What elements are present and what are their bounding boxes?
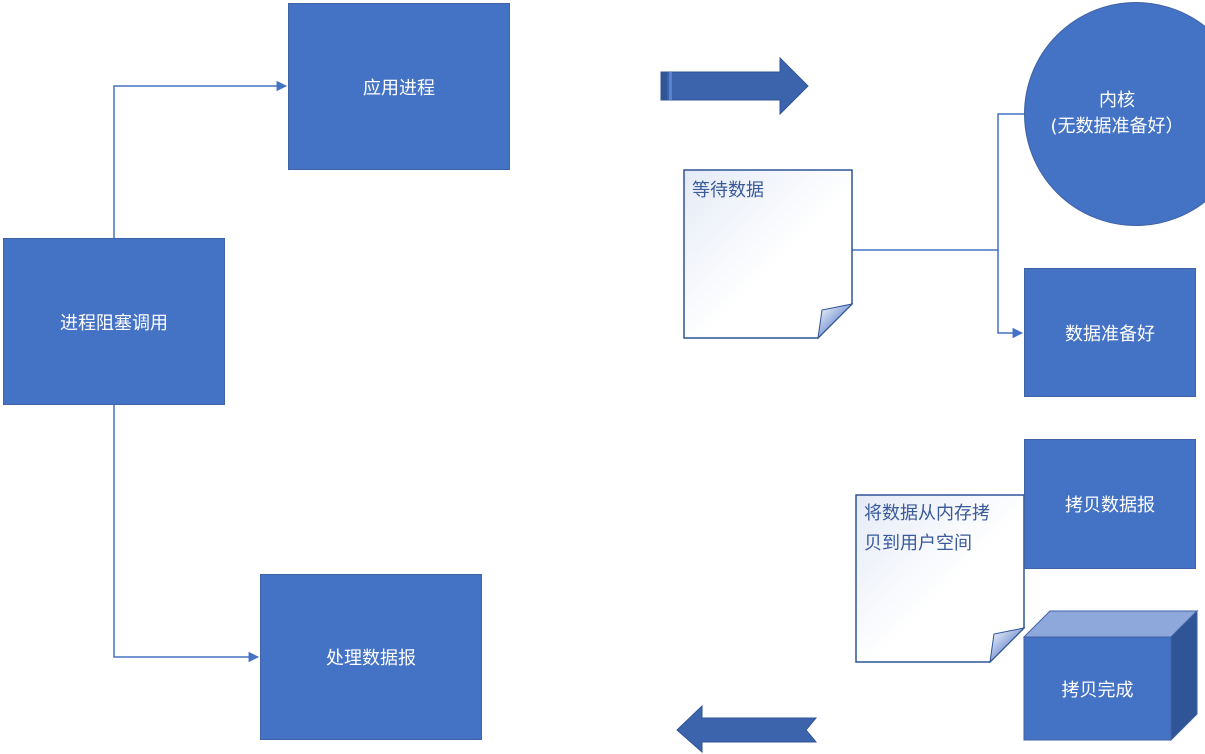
blocking-call-box: 进程阻塞调用: [3, 238, 225, 405]
data-ready-box: 数据准备好: [1024, 268, 1196, 397]
process-datagram-box: 处理数据报: [260, 574, 482, 740]
app-process-box: 应用进程: [288, 3, 510, 170]
copy-datagram-label: 拷贝数据报: [1065, 495, 1155, 516]
block-arrow-right: [660, 56, 809, 116]
kernel-title: 内核: [1099, 90, 1135, 111]
note-waiting-data: [683, 169, 854, 340]
copy-note-text: 将数据从内存拷 贝到用户空间: [864, 499, 990, 559]
kernel-circle: 内核 (无数据准备好）: [1024, 2, 1205, 226]
waiting-data-text: 等待数据: [692, 176, 764, 206]
kernel-status: (无数据准备好）: [1050, 116, 1184, 137]
copy-done-face: 拷贝完成: [1024, 637, 1171, 740]
cube-copy-done: [1022, 609, 1199, 742]
note-copy-to-user-space: [855, 494, 1026, 664]
app-process-label: 应用进程: [363, 77, 435, 99]
process-datagram-label: 处理数据报: [326, 648, 416, 669]
copy-done-label: 拷贝完成: [1061, 679, 1134, 701]
copy-note-line2: 贝到用户空间: [864, 533, 972, 554]
connector-to-process-datagram: [113, 405, 260, 663]
connector-note-to-kernel: [852, 113, 1026, 251]
copy-datagram-box: 拷贝数据报: [1024, 439, 1196, 569]
waiting-data-label: 等待数据: [692, 180, 764, 201]
block-arrow-left: [676, 704, 818, 754]
copy-note-line1: 将数据从内存拷: [864, 503, 990, 524]
data-ready-label: 数据准备好: [1065, 323, 1155, 345]
connector-to-app-process: [113, 80, 288, 238]
connector-note-to-data-ready: [997, 250, 1024, 339]
blocking-call-label: 进程阻塞调用: [60, 312, 168, 334]
